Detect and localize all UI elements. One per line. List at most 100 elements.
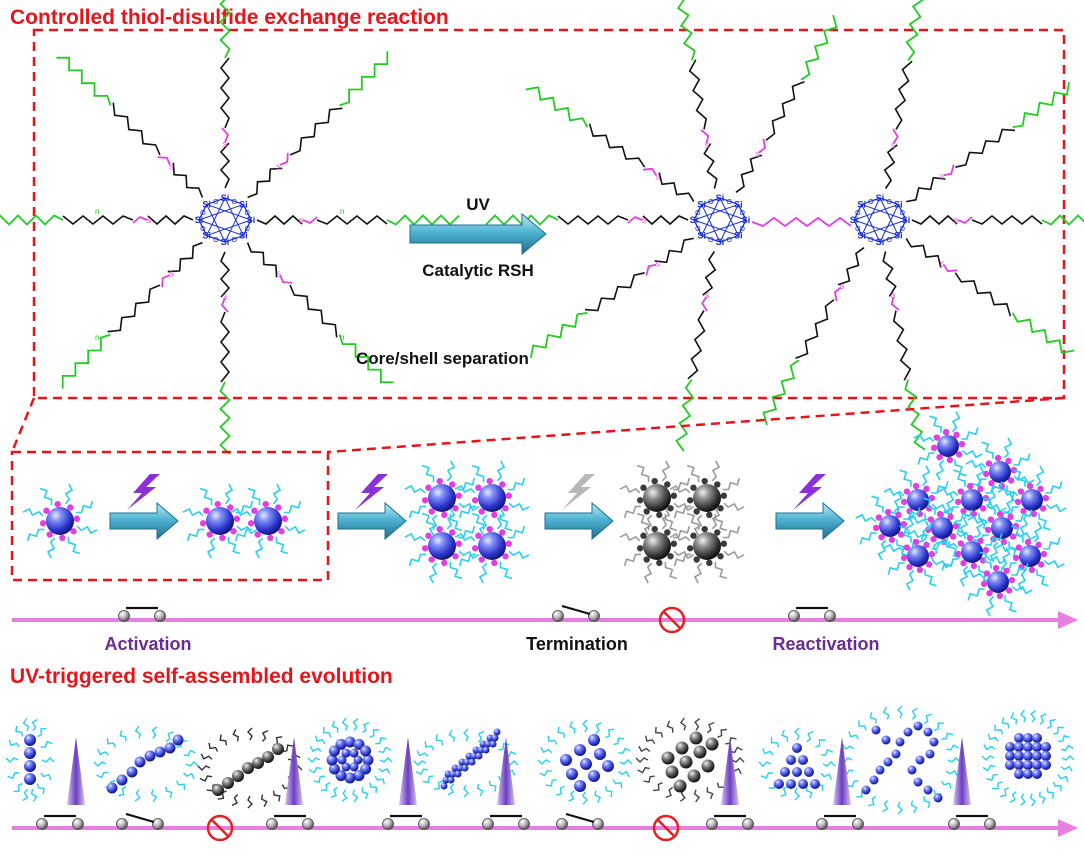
disulfide-bond — [701, 296, 708, 312]
ligand-anchor — [720, 540, 728, 547]
ligand-chain — [859, 532, 877, 545]
zoom-line-right — [327, 396, 1065, 454]
ligand-chain — [924, 569, 937, 587]
ligand-anchor — [73, 515, 81, 522]
ligand-anchor — [1007, 513, 1014, 521]
ligand-anchor — [686, 545, 694, 552]
ligand-chain — [917, 452, 935, 465]
ligand-anchor — [1026, 482, 1034, 490]
ligand-chain — [883, 487, 905, 497]
ligand-anchor — [670, 492, 678, 499]
ligand-anchor — [455, 492, 463, 499]
particle-core — [879, 515, 901, 537]
ligand-anchor — [933, 434, 941, 441]
particle-core — [478, 532, 506, 560]
bead-blue — [913, 721, 923, 731]
ligand-chain — [975, 517, 985, 539]
ligand-chain — [283, 500, 302, 514]
ligand-anchor — [954, 498, 962, 506]
ligand-anchor — [267, 534, 274, 542]
particle-core — [206, 507, 234, 535]
bead-blue — [475, 752, 483, 760]
ligand-chain — [458, 550, 480, 560]
ligand-anchor — [900, 520, 908, 528]
atom-o: O — [244, 210, 250, 217]
switch-terminal — [588, 610, 600, 622]
atom-s: S — [655, 262, 660, 269]
ligand-anchor — [714, 529, 721, 536]
switch-terminal — [948, 818, 960, 830]
ligand-anchor — [428, 508, 435, 515]
bead-blue — [164, 742, 176, 754]
atom-o: O — [213, 199, 219, 206]
shell-ligand — [841, 743, 855, 750]
shell-ligand — [375, 736, 387, 745]
bead-blue — [566, 768, 578, 780]
ligand-anchor — [958, 440, 966, 448]
switch-terminal — [36, 818, 48, 830]
bead-gray — [232, 770, 244, 782]
shell-ligand — [247, 795, 253, 809]
atom-si: Si — [239, 231, 248, 241]
ligand-chain — [236, 525, 258, 535]
bead-blue — [451, 764, 459, 772]
ligand-chain — [446, 460, 456, 482]
bead-blue — [588, 734, 600, 746]
ligand-anchor — [452, 553, 459, 560]
ligand-anchor — [281, 515, 289, 522]
shell-ligand — [645, 735, 656, 745]
bead-blue — [337, 755, 347, 765]
shell-ligand — [987, 733, 999, 742]
ligand-chain — [711, 508, 721, 530]
bead-blue — [362, 754, 374, 766]
atom-si: Si — [202, 231, 211, 241]
atom-s: S — [299, 218, 304, 225]
bead-blue — [913, 777, 923, 787]
shell-ligand — [638, 745, 651, 753]
particle-core — [907, 545, 929, 567]
ligand-chain — [967, 515, 989, 525]
switch-terminal — [116, 818, 128, 830]
shell-ligand — [341, 717, 348, 731]
ligand-chain — [67, 536, 81, 555]
alkyl-chain — [837, 247, 865, 286]
shell-ligand — [200, 753, 213, 760]
shell-ligand — [537, 759, 551, 765]
bead-blue — [903, 727, 913, 737]
ligand-anchor — [436, 477, 443, 485]
atom-o: O — [708, 199, 714, 206]
ligand-anchor — [478, 508, 485, 515]
shell-ligand — [422, 775, 434, 784]
ligand-anchor — [233, 515, 241, 522]
ligand-chain — [955, 509, 973, 522]
shell-ligand — [208, 742, 219, 752]
atom-o: O — [726, 199, 732, 206]
ligand-chain — [985, 555, 1007, 565]
bead-blue — [491, 734, 499, 742]
alkyl-chain — [894, 60, 913, 130]
atom-s: S — [169, 272, 174, 279]
ligand-chain — [903, 529, 925, 539]
ligand-chain — [961, 449, 983, 459]
particle-terminated — [643, 532, 671, 560]
ligand-anchor — [1015, 544, 1023, 551]
shell-ligand — [858, 720, 867, 731]
shell-ligand — [1010, 712, 1018, 725]
ligand-chain — [723, 502, 745, 512]
shell-ligand — [540, 746, 553, 754]
ligand-chain — [478, 562, 488, 584]
shell-ligand — [320, 782, 331, 792]
shell-ligand — [820, 772, 832, 780]
ligand-chain — [686, 512, 700, 531]
lightning-icon-disabled — [562, 474, 595, 510]
bead-blue — [144, 750, 156, 762]
shell-ligand — [822, 761, 836, 767]
ligand-chain — [877, 539, 887, 561]
atom-o: O — [213, 237, 219, 244]
ligand-anchor — [43, 507, 50, 514]
bead-blue — [875, 765, 885, 775]
ligand-anchor — [701, 477, 708, 485]
ligand-chain — [672, 525, 691, 539]
